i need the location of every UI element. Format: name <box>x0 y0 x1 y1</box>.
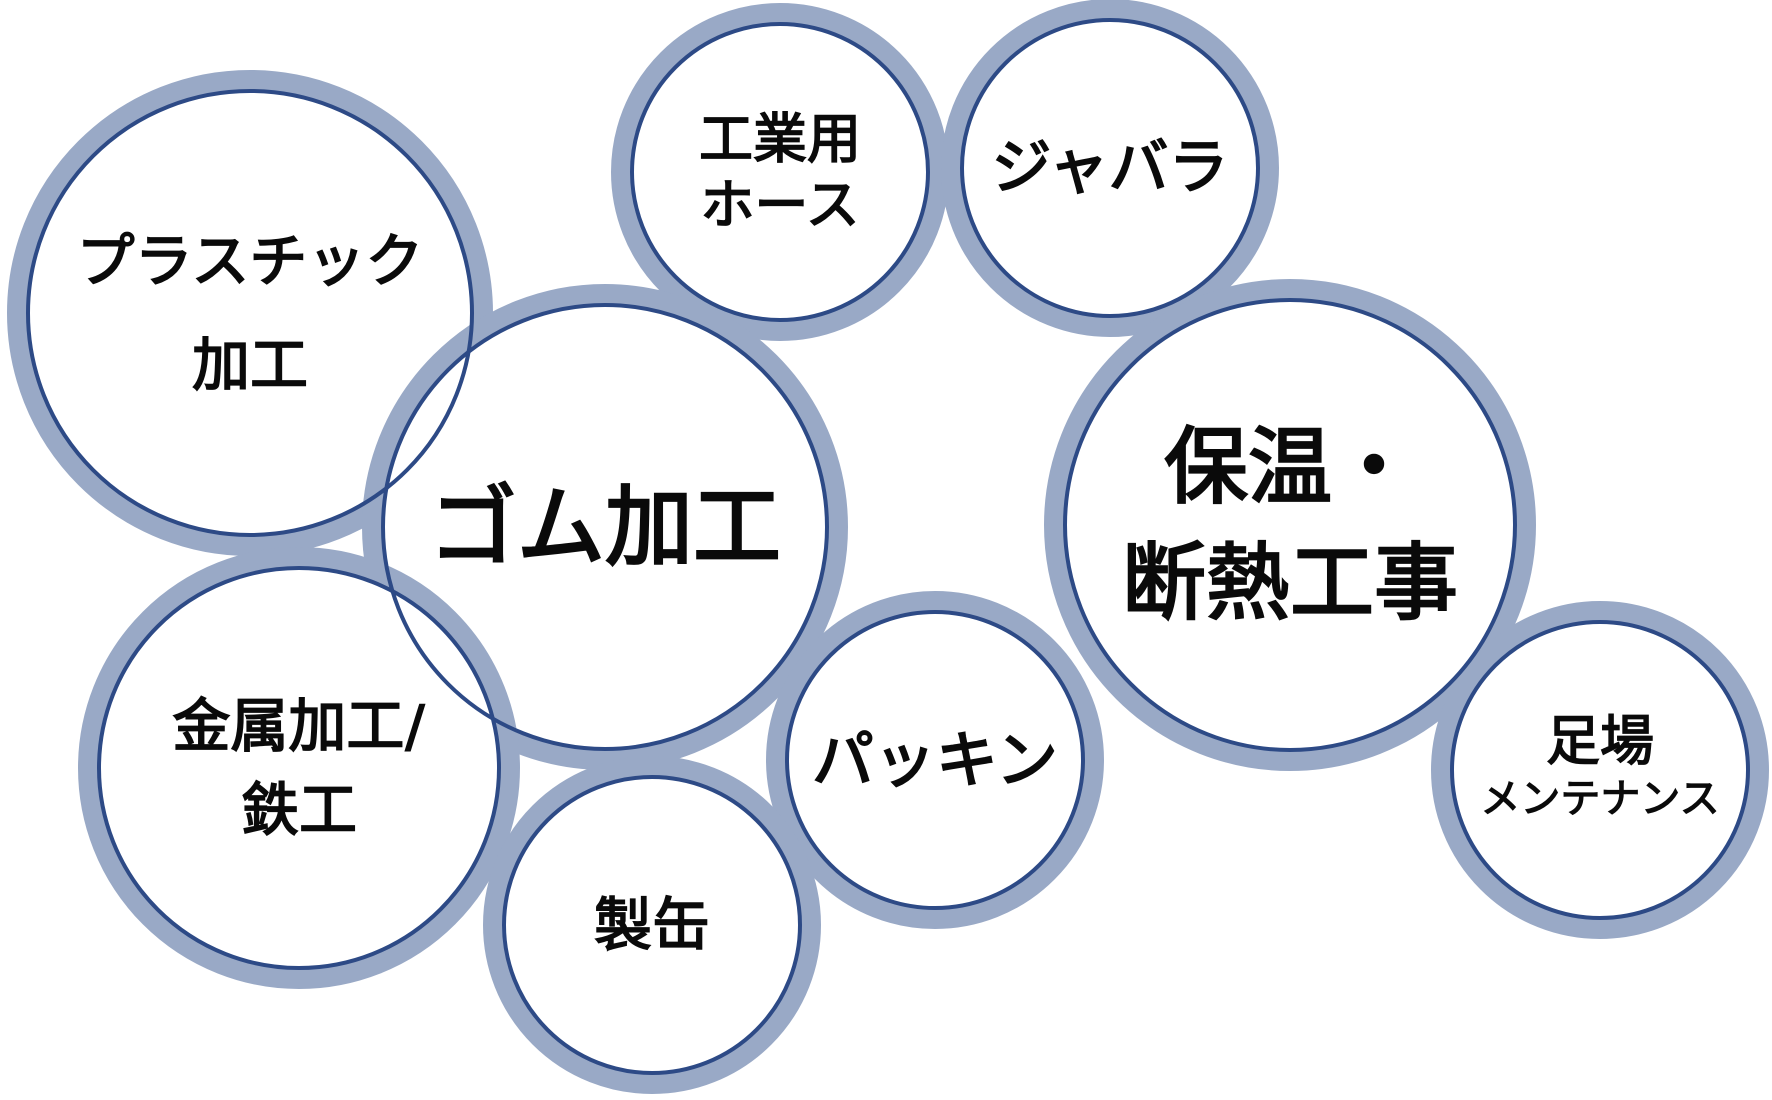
bubble-ring-can-manufacturing <box>502 775 802 1075</box>
bubble-ring-bellows <box>960 18 1260 318</box>
bubble-label-plastic-processing-1: 加工 <box>192 331 308 399</box>
bubble-halo-industrial-hose <box>611 3 949 341</box>
bubble-halo-can-manufacturing <box>483 756 821 1094</box>
bubble-halo-metal-processing <box>78 547 520 989</box>
bubble-label-industrial-hose-1: ホース <box>700 174 859 237</box>
bubble-ring-metal-processing <box>97 566 501 970</box>
bubble-halo-scaffold-maintenance <box>1431 601 1769 939</box>
bubble-label-industrial-hose-0: 工業用 <box>699 108 861 171</box>
bubble-halo-plastic-processing <box>7 70 493 556</box>
bubble-ring-packing <box>785 610 1085 910</box>
bubble-label-bellows-0: ジャバラ <box>992 133 1229 203</box>
bubble-label-metal-processing-0: 金属加工/ <box>172 692 426 760</box>
bubble-label-insulation-work-0: 保温・ <box>1164 418 1416 516</box>
bubble-label-insulation-work-1: 断熱工事 <box>1122 534 1458 632</box>
bubble-label-rubber-processing-0: ゴム加工 <box>429 476 781 579</box>
bubble-label-can-manufacturing-0: 製缶 <box>594 891 710 959</box>
bubble-label-scaffold-maintenance-1: メンテナンス <box>1480 776 1719 822</box>
bubble-label-scaffold-maintenance-0: 足場 <box>1546 710 1654 773</box>
bubble-halo-insulation-work <box>1044 279 1536 771</box>
bubble-ring-scaffold-maintenance <box>1450 620 1750 920</box>
bubble-halo-rubber-processing <box>362 284 848 770</box>
bubble-halo-layer <box>7 0 1769 1094</box>
bubble-label-metal-processing-1: 鉄工 <box>241 776 357 844</box>
bubble-ring-rubber-processing <box>381 303 829 751</box>
bubble-ring-plastic-processing <box>26 89 474 537</box>
bubble-halo-packing <box>766 591 1104 929</box>
bubble-ring-layer <box>26 18 1750 1075</box>
bubble-ring-industrial-hose <box>630 22 930 322</box>
bubble-ring-insulation-work <box>1063 298 1517 752</box>
bubble-label-plastic-processing-0: プラスチック <box>77 227 424 295</box>
bubble-halo-bellows <box>941 0 1279 337</box>
bubble-label-packing-0: パッキン <box>812 724 1058 797</box>
